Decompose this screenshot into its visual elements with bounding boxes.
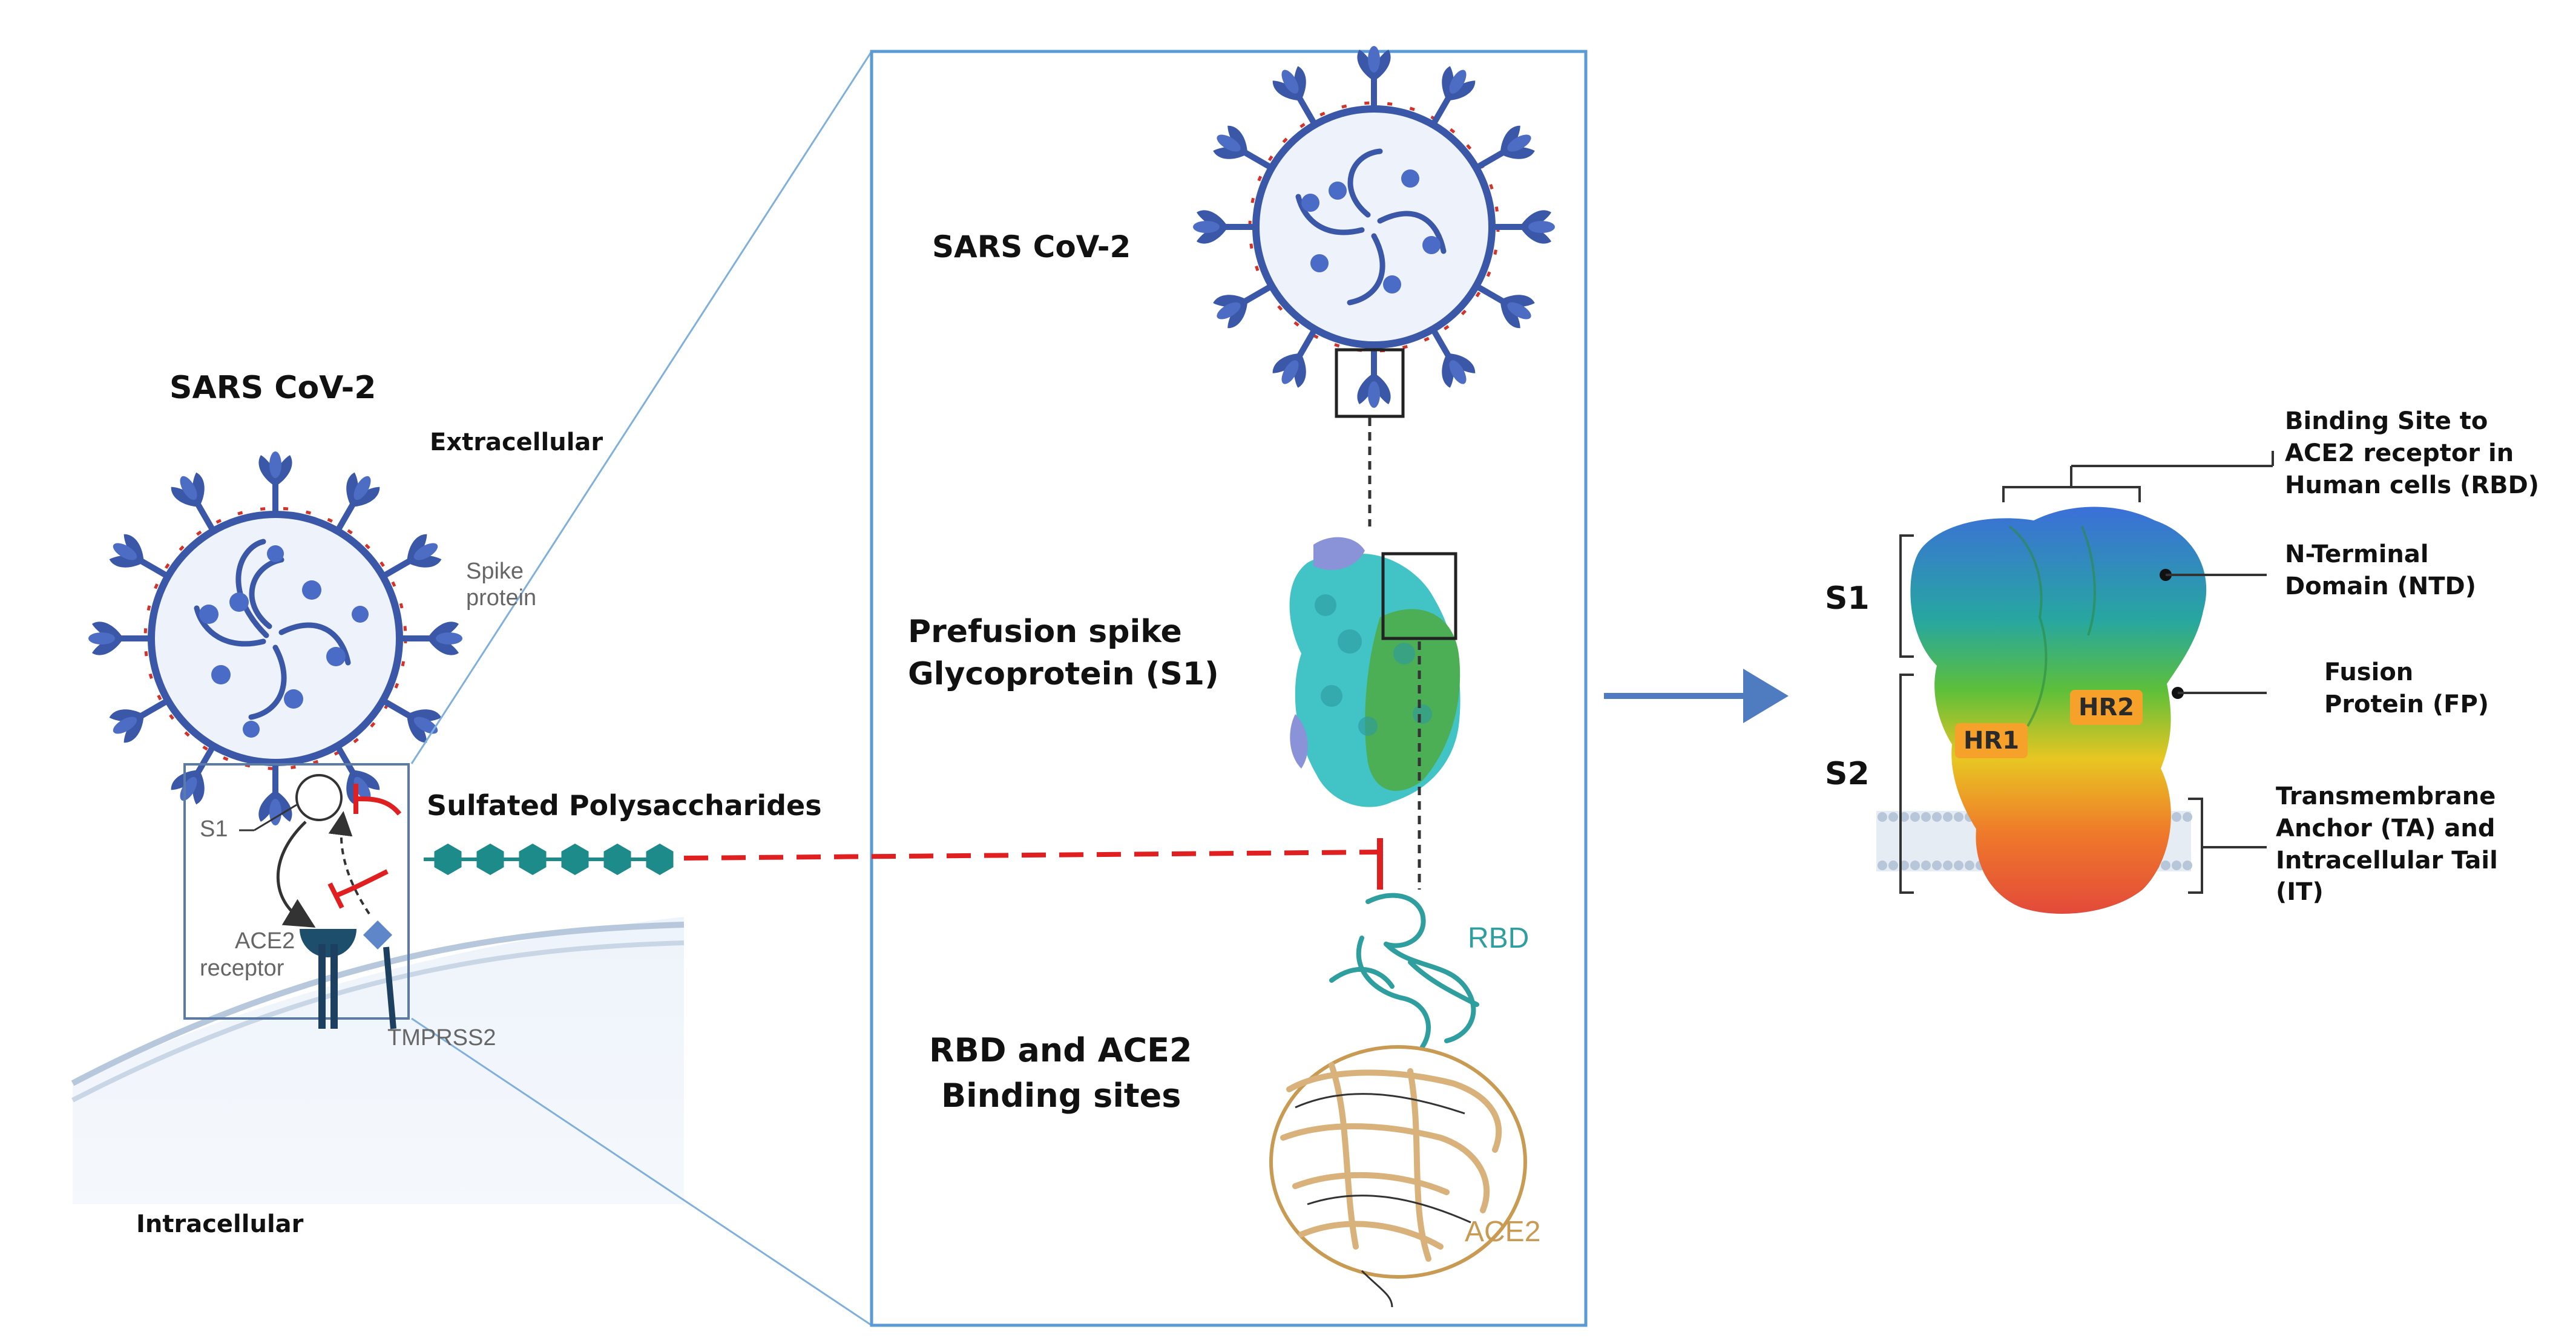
middle-virus-title: SARS CoV-2 — [932, 229, 1131, 264]
lipid-head — [1921, 812, 1931, 822]
hr2-tag: HR2 — [2070, 690, 2143, 725]
rbd-ace2-label-2: Binding sites — [941, 1077, 1181, 1115]
ta-bracket — [2188, 798, 2203, 894]
spike-protein-label-2: protein — [466, 585, 537, 611]
lipid-head — [1888, 812, 1898, 822]
spike-select-box — [1335, 348, 1405, 418]
spike-rainbow-structure — [1910, 507, 2207, 914]
lipid-head — [2172, 861, 2181, 870]
lipid-head — [2172, 812, 2181, 822]
lipid-head — [1954, 861, 1963, 870]
ace2-receptor-shape — [300, 929, 356, 1029]
activation-arrow — [328, 811, 370, 915]
inhibitor-bar-2 — [335, 869, 389, 898]
rbd-ribbon-structure — [1329, 893, 1479, 1049]
s1-pointer-line — [254, 804, 297, 831]
prefusion-spike-structure — [1289, 537, 1460, 807]
spike-glycoprotein-icon — [399, 621, 462, 655]
middle-virus — [1193, 46, 1555, 408]
ace2-label-1: ACE2 — [235, 928, 295, 954]
fp-label: Fusion Protein (FP) — [2324, 657, 2489, 721]
lipid-head — [1954, 812, 1963, 822]
polysaccharide-chain — [424, 844, 674, 875]
cell-membrane-inner — [71, 940, 685, 1103]
lipid-head — [1910, 861, 1920, 870]
ta-line-1: Transmembrane — [2276, 782, 2496, 810]
transition-arrow — [1604, 669, 1789, 723]
sugar-unit-icon — [561, 844, 589, 875]
fp-line-2: Protein (FP) — [2324, 690, 2489, 718]
binding-site-line-3: Human cells (RBD) — [2285, 471, 2540, 499]
ta-line-4: (IT) — [2276, 878, 2324, 907]
fp-line-1: Fusion — [2324, 658, 2414, 686]
inhibitor-bar-1 — [355, 796, 402, 816]
spike-glycoprotein-icon — [258, 451, 292, 514]
rbd-ace2-label-1: RBD and ACE2 — [929, 1031, 1192, 1069]
ace2-backbone — [1295, 1093, 1471, 1308]
lipid-head — [1921, 861, 1931, 870]
lipid-head — [2183, 812, 2192, 822]
ntd-line-1: N-Terminal — [2285, 540, 2429, 568]
inhibition-dashed-line — [683, 850, 1381, 861]
rbd-bracket — [2002, 486, 2141, 502]
prefusion-label-2: Glycoprotein (S1) — [908, 656, 1219, 692]
binding-site-line-1: Binding Site to — [2285, 407, 2488, 435]
left-virus — [88, 451, 462, 825]
extracellular-label: Extracellular — [430, 428, 603, 456]
lipid-head — [1878, 861, 1887, 870]
lipid-head — [1943, 861, 1953, 870]
ace2-label-2: receptor — [200, 956, 284, 981]
ntd-label: N-Terminal Domain (NTD) — [2285, 539, 2476, 603]
hr1-tag: HR1 — [1955, 723, 2028, 758]
left-virus-title: SARS CoV-2 — [169, 370, 376, 406]
sugar-unit-icon — [434, 844, 462, 875]
ace2-structure-label: ACE2 — [1465, 1216, 1541, 1248]
sugar-unit-icon — [646, 844, 674, 875]
s1-bracket — [1899, 534, 1914, 658]
left-cell-scene — [71, 917, 685, 1204]
s1-highlight-circle — [295, 774, 343, 821]
lipid-head — [1878, 812, 1887, 822]
intracellular-label: Intracellular — [136, 1210, 304, 1238]
right-s2-label: S2 — [1825, 756, 1870, 792]
zoom-line-bottom — [411, 1017, 872, 1327]
ta-line-3: Intracellular Tail — [2276, 846, 2498, 874]
lipid-head — [2161, 861, 2170, 870]
lipid-head — [1965, 861, 1974, 870]
binding-site-line-2: ACE2 receptor in — [2285, 439, 2514, 467]
rbd-select-box — [1381, 552, 1457, 640]
s1-small-label: S1 — [200, 816, 228, 842]
spike-glycoprotein-icon — [258, 762, 292, 825]
sugar-unit-icon — [603, 844, 631, 875]
sugar-unit-icon — [476, 844, 504, 875]
cell-interior — [73, 917, 684, 1204]
lipid-head — [2183, 861, 2192, 870]
zoom-line-top — [410, 51, 873, 764]
lipid-head — [1932, 812, 1942, 822]
rbd-label: RBD — [1468, 922, 1530, 954]
binding-site-label: Binding Site to ACE2 receptor in Human c… — [2285, 405, 2539, 501]
lipid-head — [1932, 861, 1942, 870]
tmprss2-label: TMPRSS2 — [387, 1025, 496, 1051]
ntd-line-2: Domain (NTD) — [2285, 572, 2476, 600]
spike-protein-label-1: Spike — [466, 559, 524, 584]
lipid-head — [1943, 812, 1953, 822]
sugar-unit-icon — [519, 844, 547, 875]
ta-label: Transmembrane Anchor (TA) and Intracellu… — [2276, 781, 2498, 908]
s2-bracket — [1899, 674, 1914, 894]
cell-membrane-outer — [71, 922, 685, 1086]
right-s1-label: S1 — [1825, 580, 1870, 617]
spike-glycoprotein-icon — [88, 621, 151, 655]
lipid-head — [1910, 812, 1920, 822]
lipid-head — [1888, 861, 1898, 870]
left-zoom-box — [183, 763, 410, 1020]
ace2-ribbon-structure — [1269, 1045, 1527, 1279]
ta-line-2: Anchor (TA) and — [2276, 814, 2496, 842]
binding-arrow — [276, 821, 316, 928]
prefusion-label-1: Prefusion spike — [908, 614, 1182, 650]
sulfated-polysaccharides-label: Sulfated Polysaccharides — [427, 789, 822, 822]
